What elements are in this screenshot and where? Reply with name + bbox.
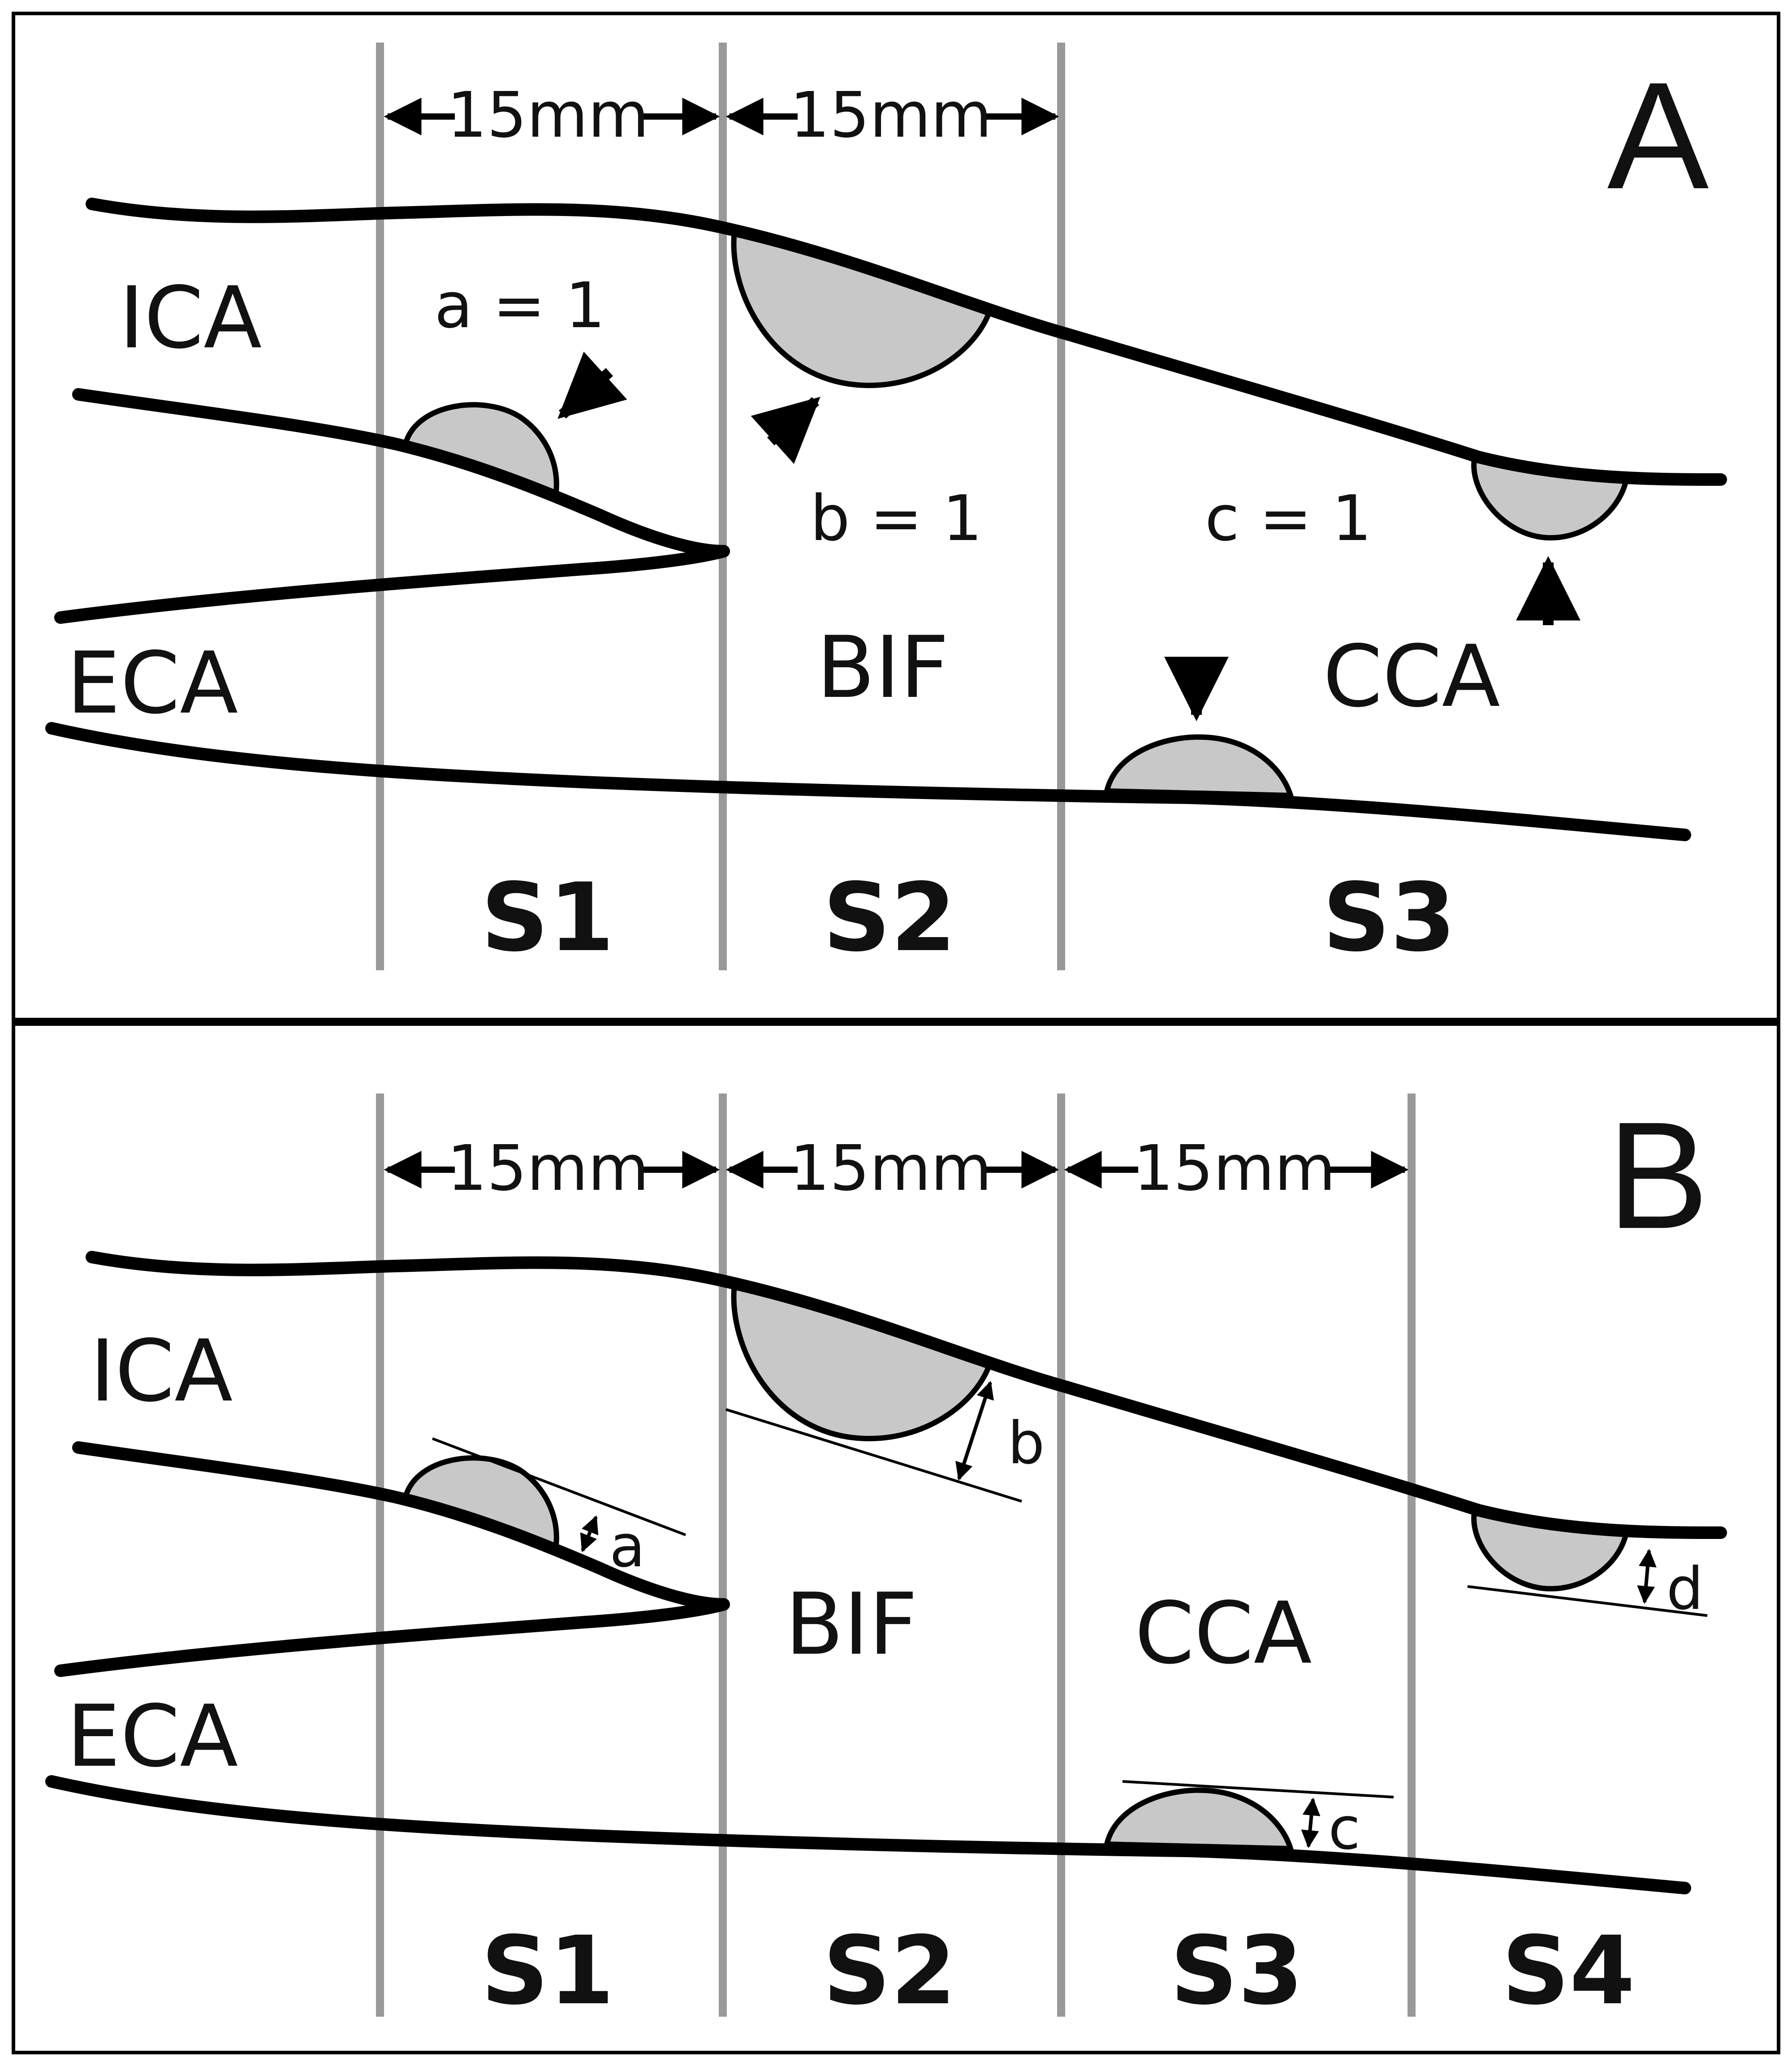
- segment-label-s2: S2: [823, 863, 956, 972]
- panel-letter-b: B: [1607, 1090, 1709, 1261]
- cca-lower-wall: [45, 722, 1691, 841]
- thickness-arrow-a: [580, 1515, 599, 1552]
- segment-label-s2: S2: [823, 1916, 956, 2026]
- panel-letter-a: A: [1607, 51, 1710, 221]
- plaque-bif: [731, 225, 994, 389]
- reference-line: [432, 1437, 687, 1536]
- cca-lower-wall: [45, 1775, 1691, 1894]
- measure-label-c: c: [1328, 1794, 1360, 1863]
- plaque-s1: [402, 1455, 559, 1552]
- segment-label-s4: S4: [1502, 1916, 1635, 2026]
- reference-line: [1122, 1780, 1394, 1798]
- panel-b: 15mm 15mm 15mm B a b c d ICA ECA BIF: [45, 1090, 1727, 2026]
- measure-label-d: d: [1667, 1555, 1704, 1623]
- distance-label: 15mm: [447, 1132, 649, 1205]
- vessel-label-cca: CCA: [1135, 1584, 1312, 1683]
- score-label-a: a = 1: [434, 269, 605, 342]
- thickness-arrow-b: [955, 1381, 994, 1481]
- thickness-arrow-d: [1637, 1549, 1657, 1604]
- thickness-arrow-c: [1301, 1798, 1321, 1848]
- plaque-pointer-arrow: [751, 397, 820, 464]
- segment-label-s3: S3: [1322, 863, 1455, 972]
- segment-label-s1: S1: [481, 1916, 614, 2026]
- plaque-cca-lower: [1103, 734, 1295, 799]
- score-label-b: b = 1: [810, 482, 982, 555]
- ica-inner-wall: [72, 388, 730, 558]
- panel-a: 15mm 15mm A ICA ECA BIF CCA a = 1 b = 1 …: [45, 43, 1727, 972]
- score-label-c: c = 1: [1205, 482, 1372, 555]
- reference-line: [725, 1408, 1022, 1503]
- ica-inner-wall: [72, 1441, 730, 1611]
- ica-outer-wall: [86, 1251, 1727, 1539]
- plaque-s3: [1103, 1787, 1295, 1852]
- distance-label: 15mm: [1134, 1132, 1336, 1205]
- eca-inner-wall: [54, 1598, 730, 1677]
- segment-label-s3: S3: [1170, 1916, 1303, 2026]
- ica-outer-wall: [86, 198, 1727, 486]
- distance-label: 15mm: [790, 79, 992, 152]
- plaque-s1: [402, 402, 559, 499]
- reference-line: [1467, 1585, 1708, 1617]
- measure-label-a: a: [609, 1512, 645, 1580]
- eca-inner-wall: [54, 545, 730, 624]
- segment-label-s1: S1: [481, 863, 614, 972]
- distance-label: 15mm: [790, 1132, 992, 1205]
- distance-label: 15mm: [447, 79, 649, 152]
- measure-label-b: b: [1008, 1409, 1045, 1477]
- vessel-label-cca: CCA: [1323, 627, 1500, 726]
- vessel-label-ica: ICA: [119, 268, 262, 367]
- vessel-label-bif: BIF: [816, 618, 949, 717]
- vessel-label-ica: ICA: [90, 1322, 233, 1421]
- plaque-pointer-arrow: [557, 351, 627, 419]
- vessel-label-bif: BIF: [785, 1575, 918, 1674]
- vessel-label-eca: ECA: [67, 634, 238, 733]
- vessel-label-eca: ECA: [67, 1687, 238, 1786]
